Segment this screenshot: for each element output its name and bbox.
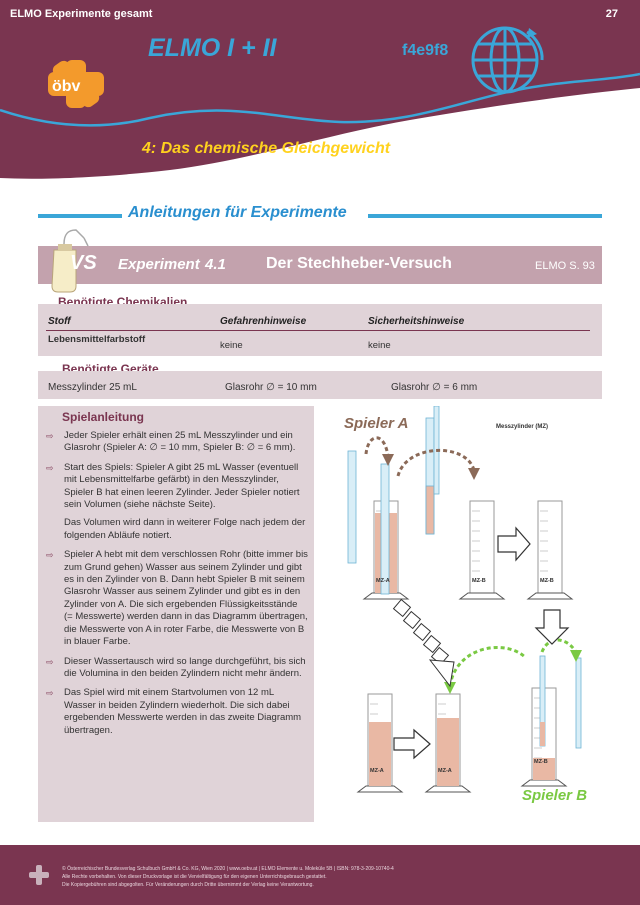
color-code: f4e9f8 [402,42,449,59]
player-b-label: Spieler B [522,787,587,804]
table-header-stoff: Stoff [48,316,71,327]
glass-tube-water [540,722,545,746]
table-divider [46,330,590,331]
cylinder-label: MZ-A [370,768,384,774]
list-item: ⇨Jeder Spieler erhält einen 25 mL Messzy… [46,430,296,454]
instructions-heading: Spielanleitung [62,410,145,424]
arrow-right-icon: ⇨ [46,550,54,561]
table-cell-gefahr: keine [220,340,243,351]
equipment-box [38,371,602,399]
chapter-title: 4: Das chemische Gleichgewicht [142,140,391,157]
arrow-right-icon: ⇨ [46,656,54,667]
transfer-arrow-a [396,449,476,477]
glass-tube-a [347,450,357,564]
arrow-right-icon: ⇨ [46,688,54,699]
series-title: ELMO I + II [148,34,277,62]
page-number: 27 [605,8,618,20]
arrow-diagonal-icon [392,598,455,688]
cylinder-label: MZ-A [376,578,390,584]
player-a-label: Spieler A [344,415,408,432]
glass-tube-water [425,485,435,535]
footer-rights: Alle Rechte vorbehalten. Von dieser Druc… [62,874,327,880]
section-divider [368,214,602,218]
experiment-logo-text: VS [70,252,97,274]
cylinder-b-2 [527,500,573,600]
transfer-arrow-a [364,436,390,457]
experiment-diagram: Spieler A Messzylinder (MZ) Spieler B MZ… [344,406,587,804]
equipment-item: Messzylinder 25 mL [48,382,137,393]
transfer-arrow-b [448,645,528,687]
arrow-right-icon [497,526,531,562]
cylinder-label: MZ-B [472,578,486,584]
glass-tube-b [575,657,582,749]
experiment-number: 4.1 [205,256,226,273]
cylinder-a-3 [357,693,403,793]
globe-icon [471,26,544,94]
step-note: Das Volumen wird dann in weiterer Folge … [64,517,306,541]
cylinder-label: MZ-B [534,759,548,765]
transfer-arrow-b [540,638,578,653]
table-cell-stoff: Lebensmittelfarbstoff [48,334,146,345]
arrow-down-icon [534,609,570,645]
experiment-label: Experiment [118,256,200,273]
glass-tube-a [380,463,390,595]
cylinder-b-3 [521,687,567,787]
list-item: ⇨Dieser Wassertausch wird so lange durch… [46,655,306,679]
cylinder-label: MZ-A [438,768,452,774]
experiment-header-bar [38,246,602,284]
list-item: ⇨Das Spiel wird mit einem Startvolumen v… [46,687,302,736]
arrow-right-icon: ⇨ [46,431,54,441]
section-divider [38,214,122,218]
publisher-logo [48,60,104,108]
footer-notice: Die Kopiergebühren sind abgegolten. Für … [62,882,314,888]
table-header-sicherheit: Sicherheitshinweise [368,316,465,327]
footer [0,845,640,905]
publisher-logo-small [29,865,49,885]
cylinder-a-2 [425,693,471,793]
table-header-gefahr: Gefahrenhinweise [220,316,307,327]
list-item: ⇨Start des Spiels: Spieler A gibt 25 mL … [46,462,308,542]
cylinder-label: MZ-B [540,578,554,584]
equipment-item: Glasrohr ∅ = 6 mm [391,382,478,393]
arrow-right-icon: ⇨ [46,462,54,473]
list-item: ⇨Spieler A hebt mit dem verschlossen Roh… [46,549,308,648]
publisher-logo-text: öbv [52,78,81,95]
section-title: Anleitungen für Experimente [128,204,347,221]
footer-copyright: © Österreichischer Bundesverlag Schulbuc… [62,866,394,872]
instructions-box [38,406,314,822]
cylinder-legend: Messzylinder (MZ) [496,424,548,430]
book-reference: ELMO S. 93 [535,260,595,272]
equipment-item: Glasrohr ∅ = 10 mm [225,382,317,393]
table-cell-sicherheit: keine [368,340,391,351]
experiment-name: Der Stechheber-Versuch [266,255,452,272]
wash-bottle-icon [51,229,89,293]
arrow-left-icon [393,728,431,760]
instructions-list: ⇨Jeder Spieler erhält einen 25 mL Messzy… [46,430,308,744]
document-title: ELMO Experimente gesamt [10,8,153,20]
